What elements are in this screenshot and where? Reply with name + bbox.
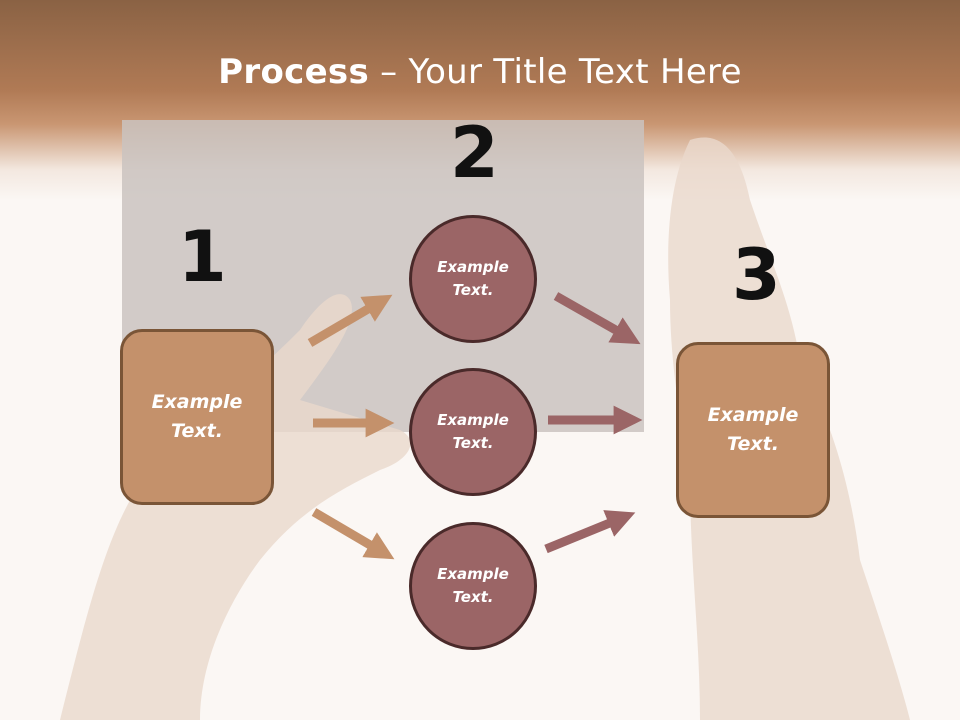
arrow-left-to-bottom bbox=[311, 508, 395, 560]
title-bold: Process bbox=[218, 52, 370, 92]
title-rest: – Your Title Text Here bbox=[369, 52, 742, 92]
arrow-left-to-top bbox=[307, 294, 393, 347]
step-number-1: 1 bbox=[178, 216, 227, 298]
step-number-3: 3 bbox=[732, 234, 781, 316]
arrow-bottom-to-right bbox=[544, 510, 636, 554]
arrow-top-to-right bbox=[553, 292, 641, 345]
page-title: Process – Your Title Text Here bbox=[0, 52, 960, 92]
step-number-2: 2 bbox=[450, 112, 499, 194]
